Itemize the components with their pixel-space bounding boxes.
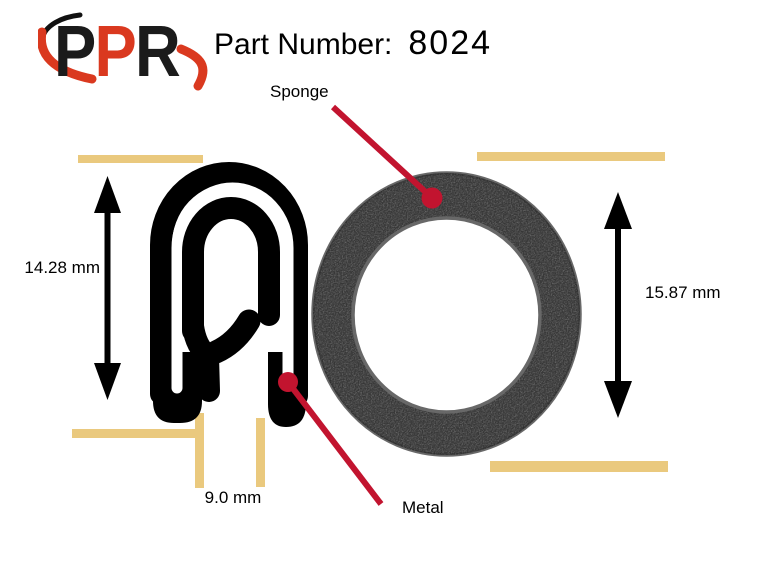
dimension-arrow-right <box>604 192 632 418</box>
part-number-value: 8024 <box>408 24 493 62</box>
logo-letter: P <box>94 12 137 92</box>
leader-dot-metal <box>278 372 298 392</box>
guide-top-right <box>477 152 665 161</box>
logo-wordmark: PPR <box>54 12 181 92</box>
guide-vertical-left <box>195 413 204 488</box>
logo-letter: R <box>135 12 181 92</box>
arrow-head-down-icon <box>94 363 121 400</box>
dimension-label-right: 15.87 mm <box>645 283 721 302</box>
guide-vertical-right <box>256 418 265 487</box>
dimension-label-left: 14.28 mm <box>24 258 100 277</box>
arrow-head-up-icon <box>604 192 632 229</box>
sponge-label: Sponge <box>270 82 329 101</box>
trim-metal-core-slot <box>171 182 294 394</box>
leader-dot-sponge <box>421 187 443 209</box>
dimension-arrow-left <box>94 176 121 400</box>
metal-label: Metal <box>402 498 444 517</box>
sponge-ring-hole <box>351 216 542 414</box>
arrow-head-up-icon <box>94 176 121 213</box>
ppr-logo: PPR <box>38 8 214 94</box>
dimension-label-bottom: 9.0 mm <box>204 488 262 507</box>
arrow-head-down-icon <box>604 381 632 418</box>
part-number-label: Part Number: <box>214 28 393 61</box>
page-title: Part Number: 8024 <box>214 24 492 64</box>
guide-bottom-left <box>72 429 195 438</box>
logo-swoosh-icon <box>38 12 208 91</box>
guide-bottom-right <box>490 461 668 472</box>
guide-top-left <box>78 155 203 163</box>
trim-inner-wall <box>182 197 280 342</box>
leader-lines <box>278 104 443 506</box>
leader-line-sponge <box>330 104 435 201</box>
sponge-ring-diagram <box>311 171 582 457</box>
trim-outer-wall <box>150 162 308 407</box>
trim-grip-tongue <box>204 309 261 364</box>
logo-letter: P <box>54 12 96 92</box>
reference-guides <box>72 152 668 488</box>
leader-line-metal <box>285 380 384 506</box>
